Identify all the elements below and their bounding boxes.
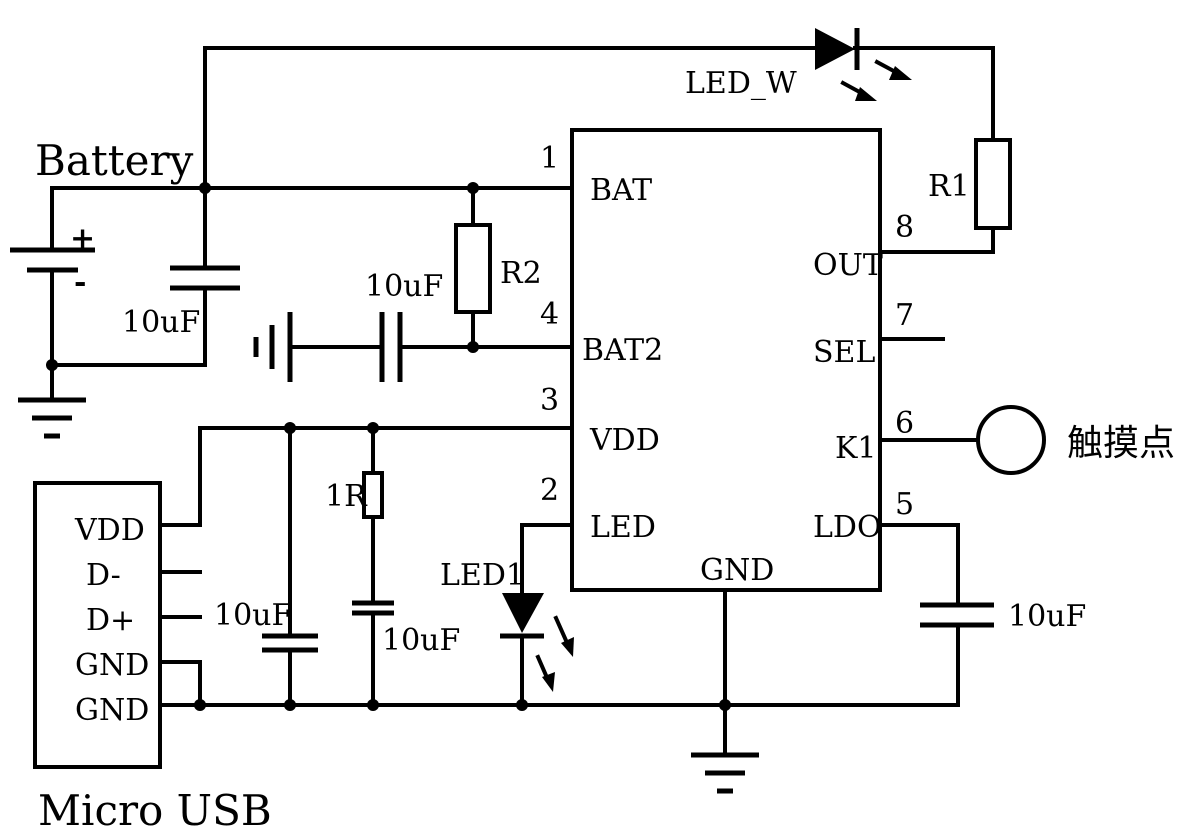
ground-symbol-sideways (253, 312, 293, 382)
cap-vdd-label: 10uF (214, 598, 292, 633)
r2-label: R2 (500, 256, 542, 291)
cap-bat2-label: 10uF (365, 269, 443, 304)
led-w-symbol (815, 28, 912, 101)
pin-name-vdd: VDD (589, 423, 660, 458)
usb-pin-gnd-1: GND (75, 648, 149, 683)
junction-dot (284, 422, 296, 434)
junction-dot (284, 699, 296, 711)
battery-minus: - (74, 265, 86, 300)
battery-label: Battery (35, 136, 194, 185)
touch-point-pad[interactable] (976, 405, 1046, 475)
led1-label: LED1 (440, 558, 525, 593)
pin-number-1: 1 (540, 141, 559, 176)
resistor-r2 (454, 223, 492, 314)
pin-name-sel: SEL (813, 335, 875, 370)
ground-symbol-bottom (691, 752, 759, 794)
cap-1r-label: 10uF (382, 623, 460, 658)
pin-name-bat2: BAT2 (582, 333, 663, 368)
usb-pin-vdd: VDD (74, 513, 145, 548)
micro-usb-connector (33, 481, 162, 769)
pin-number-3: 3 (540, 383, 559, 418)
junction-dot (467, 182, 479, 194)
led1-symbol (500, 593, 574, 692)
pin-number-5: 5 (895, 487, 914, 522)
pin-number-4: 4 (540, 297, 559, 332)
micro-usb-label: Micro USB (38, 786, 272, 835)
junction-dot (467, 341, 479, 353)
capacitor-battery (170, 265, 240, 291)
r1-label: R1 (928, 169, 970, 204)
battery-symbol: + - (10, 221, 95, 300)
ground-symbol (18, 397, 86, 439)
pin-number-6: 6 (895, 406, 914, 441)
usb-pin-d-plus: D+ (86, 603, 135, 638)
battery-plus: + (70, 221, 95, 256)
junction-dot (516, 699, 528, 711)
junction-dot (46, 359, 58, 371)
pin-number-2: 2 (540, 473, 559, 508)
pin-number-7: 7 (895, 298, 914, 333)
cap-battery-label: 10uF (122, 305, 200, 340)
capacitor-bat2 (379, 312, 403, 382)
junction-dot (194, 699, 206, 711)
pin-name-gnd: GND (700, 553, 774, 588)
pin-name-k1: K1 (835, 431, 877, 466)
resistor-r1 (974, 138, 1012, 230)
ic-body (570, 128, 882, 592)
capacitor-1r (352, 600, 394, 616)
pin-name-out: OUT (813, 248, 883, 283)
junction-dot (199, 182, 211, 194)
capacitor-ldo (920, 602, 994, 628)
led-w-label: LED_W (685, 66, 797, 101)
junction-dot (719, 699, 731, 711)
r-1r-label: 1R (325, 479, 368, 514)
pin-name-led: LED (590, 510, 656, 545)
pin-name-ldo: LDO (813, 510, 882, 545)
resistor-1r (362, 471, 384, 519)
junction-dot (367, 422, 379, 434)
junction-dot (367, 699, 379, 711)
capacitor-vdd (262, 633, 318, 653)
pin-number-8: 8 (895, 210, 914, 245)
usb-pin-gnd-2: GND (75, 693, 149, 728)
usb-pin-d-minus: D- (86, 558, 121, 593)
touch-point-label: 触摸点 (1067, 423, 1175, 464)
junctions (46, 182, 731, 711)
pin-name-bat: BAT (590, 173, 652, 208)
cap-ldo-label: 10uF (1008, 599, 1086, 634)
